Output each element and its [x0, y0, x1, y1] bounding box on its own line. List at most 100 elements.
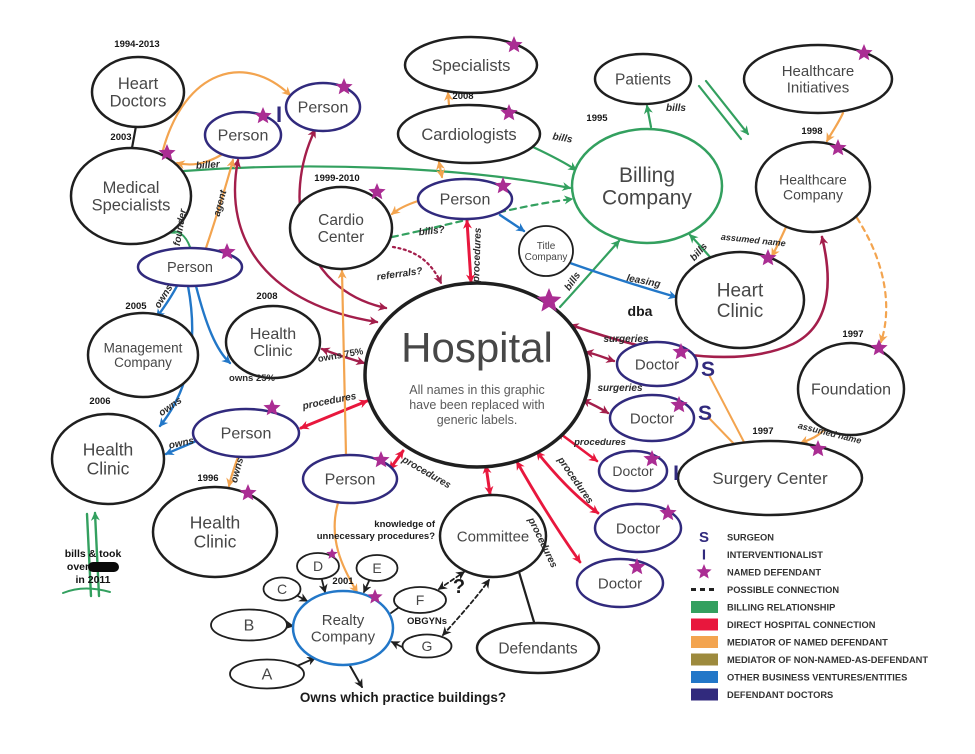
interventionalist-badge-icon: I: [673, 462, 679, 485]
node-node-e: E: [355, 554, 399, 582]
legend-item-possible-connection: POSSIBLE CONNECTION: [691, 585, 839, 595]
node-node-d: D: [296, 552, 340, 580]
legend-item-billing-relationship: BILLING RELATIONSHIP: [691, 601, 835, 613]
edge-hospital-committee: [482, 464, 494, 496]
stars-badges-layer: 1994-20132003I2008199519981999-201020052…: [89, 36, 888, 604]
node-doctor-2-ellipse: [608, 393, 696, 443]
legend-label: POSSIBLE CONNECTION: [727, 585, 839, 595]
edge-cardiologists-person3: [436, 160, 445, 179]
named-defendant-star-icon: [505, 36, 523, 53]
node-person-3-ellipse: [416, 177, 514, 221]
edge-titlecompany-heartclinic-leasing: [568, 261, 678, 300]
edge-takeover-b: [85, 512, 93, 598]
node-hospital-subtitle: All names in this graphic: [409, 383, 544, 397]
node-foundation-label: Foundation: [811, 382, 891, 399]
edge-takeover-a: [90, 511, 101, 598]
legend-color-box-orange: [691, 636, 718, 648]
interventionalist-badge-icon: I: [276, 102, 282, 127]
legend-label: MEDIATOR OF NAMED DEFENDANT: [727, 637, 888, 647]
edge-person5-hc2006: [164, 439, 198, 456]
node-medical-specialists-ellipse: [69, 146, 193, 246]
node-person-4: Person: [136, 246, 244, 288]
edge-billing-patients: [644, 104, 653, 129]
node-node-e-label: E: [372, 560, 381, 576]
node-defendants-ellipse: [475, 621, 601, 675]
node-medical-specialists-year: 2003: [110, 132, 131, 143]
label-owns-hc2006b: owns: [168, 435, 196, 451]
named-defendant-star-icon: [239, 484, 257, 501]
node-doctor-1-label: Doctor: [635, 356, 679, 373]
node-billing-company-ellipse: [570, 127, 724, 245]
edge-e-realty: [363, 580, 372, 594]
node-cardiologists-year: 2008: [452, 91, 473, 102]
edge-person6-cardio: [337, 269, 348, 457]
named-defendant-star-icon: [494, 177, 512, 194]
node-node-a: A: [229, 658, 305, 690]
node-doctor-3-label: Doctor: [612, 463, 654, 479]
node-health-clinic-2006-ellipse: [50, 412, 166, 506]
node-doctor-1: Doctor: [615, 340, 699, 388]
node-billing-company-year: 1995: [586, 113, 608, 124]
node-committee-label: Committee: [457, 528, 530, 545]
named-defendant-star-icon: [263, 399, 281, 416]
legend-item-defendant-doctors: DEFENDANT DOCTORS: [691, 688, 833, 701]
node-surgery-center-ellipse: [676, 439, 864, 517]
node-node-c: C: [262, 576, 302, 602]
edge-hcc-heartclinic: [770, 225, 788, 258]
node-patients: Patients: [593, 52, 693, 106]
named-defendant-star-icon: [368, 183, 386, 200]
label-referrals-q: referrals?: [376, 266, 423, 283]
node-hospital-ellipse: [363, 281, 591, 469]
edge-surgeon2-surgerycenter: [707, 416, 737, 447]
edge-person3-hospital: [463, 219, 475, 284]
edge-cardio-hospital-referrals: [391, 245, 443, 285]
node-node-b-label: B: [244, 618, 255, 635]
label-owns-hc1996: owns: [229, 456, 246, 484]
label-takeover-1: bills & took: [65, 548, 122, 560]
legend-label: BILLING RELATIONSHIP: [727, 602, 835, 612]
node-person-1-ellipse: [203, 110, 283, 160]
legend-color-box-olive: [691, 653, 718, 666]
named-defendant-star-icon: [536, 288, 562, 312]
label-question-mark: ?: [453, 576, 465, 598]
label-owns25: owns 25%: [229, 373, 275, 384]
label-procedures-doctor3: procedures: [573, 437, 626, 448]
node-doctor-4-ellipse: [593, 502, 683, 554]
edge-hospital-doctor5: [515, 460, 582, 564]
legend-label: SURGEON: [727, 532, 774, 542]
node-realty-company-year: 2001: [332, 576, 354, 587]
node-person-2: Person: [284, 81, 362, 133]
legend-item-named-defendant: NAMED DEFENDANT: [696, 564, 821, 579]
named-defendant-star-icon: [855, 44, 873, 61]
legend-color-box-red: [691, 618, 718, 631]
named-defendant-star-icon: [254, 107, 272, 124]
node-person-4-ellipse: [136, 246, 244, 288]
node-node-a-label: A: [262, 667, 273, 684]
node-cardio-center-ellipse: [288, 185, 394, 271]
node-health-clinic-2006-year: 2006: [89, 396, 110, 407]
label-assumedname-heartclinic: assumed name: [720, 232, 786, 249]
node-heart-doctors-ellipse: [90, 55, 186, 129]
node-person-6-label: Person: [325, 472, 376, 489]
node-cardiologists: Cardiologists: [396, 103, 542, 165]
edge-hcc-foundation-possible: [855, 216, 888, 344]
edge-d-realty: [318, 579, 328, 594]
legend-item-direct-hospital-connection: DIRECT HOSPITAL CONNECTION: [691, 618, 876, 631]
edge-person4-hc2008: [194, 284, 232, 365]
edge-hospital-doctor2-surgeries: [581, 398, 610, 415]
named-defendant-star-icon: [335, 78, 353, 95]
